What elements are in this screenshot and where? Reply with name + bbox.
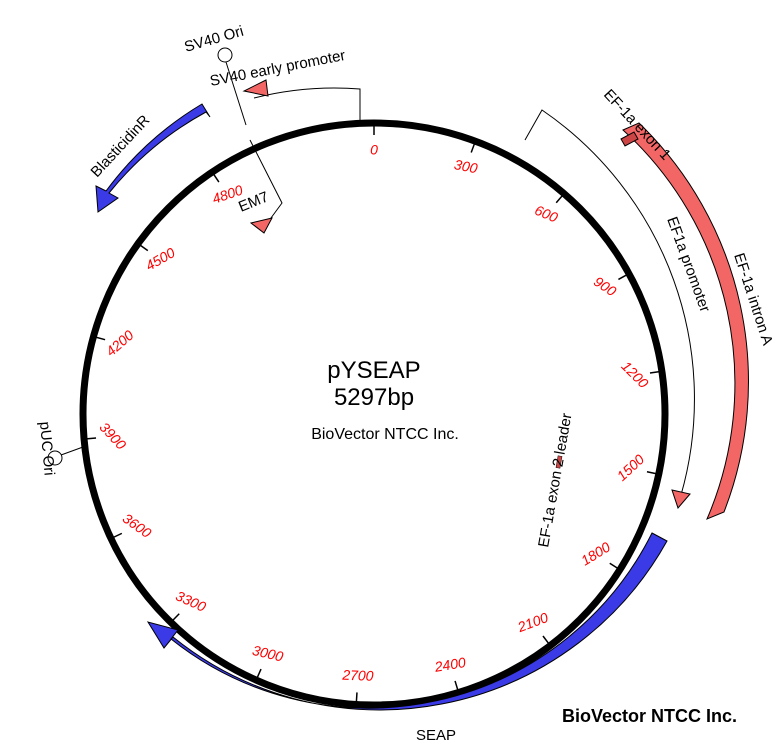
tick-label: 0 xyxy=(370,142,378,158)
puc-ori-label: pUC Ori xyxy=(36,421,58,476)
company-corner-label: BioVector NTCC Inc. xyxy=(562,706,738,726)
blasticidin-arrow xyxy=(95,103,211,213)
tick-mark xyxy=(136,241,149,252)
ef1a-exon2-marker xyxy=(555,455,563,469)
tick-mark xyxy=(91,335,106,341)
tick-mark xyxy=(609,562,622,572)
ef1a-exon2-label: EF-1a exon 2 leader xyxy=(535,412,575,549)
seap-label: SEAP xyxy=(416,727,456,744)
ef1a-intron-box xyxy=(622,122,749,520)
sv40-promoter-arrowhead xyxy=(242,79,269,97)
tick-label: 3000 xyxy=(251,642,285,665)
tick-label: 1200 xyxy=(618,358,652,391)
tick-label: 3600 xyxy=(120,510,155,541)
tick-mark xyxy=(210,170,220,183)
tick-label: 2400 xyxy=(433,654,468,675)
tick-label: 600 xyxy=(532,202,560,226)
tick-mark xyxy=(82,437,97,441)
em7-arrowhead xyxy=(249,217,273,234)
tick-label: 900 xyxy=(591,273,619,299)
tick-labels: 0 300 600 900 1200 1500 1800 2100 2400 2700 3000 33… xyxy=(96,142,651,684)
tick-label: 4500 xyxy=(143,244,178,273)
tick-mark xyxy=(254,668,262,683)
plasmid-length: 5297bp xyxy=(334,384,414,411)
company-center-label: BioVector NTCC Inc. xyxy=(311,426,459,443)
seap-arrow xyxy=(146,532,668,711)
tick-label: 3900 xyxy=(96,419,129,453)
tick-mark xyxy=(108,532,123,541)
tick-mark xyxy=(555,191,566,204)
plasmid-name: pYSEAP xyxy=(327,357,420,384)
ef1a-exon1-label: EF-1a exon 1 xyxy=(600,86,674,163)
ef1a-exon1-marker xyxy=(620,131,639,147)
tick-mark xyxy=(355,692,358,707)
tick-mark xyxy=(618,272,632,281)
blasticidin-label: BlasticidinR xyxy=(87,112,153,181)
tick-marks xyxy=(82,121,664,707)
ef1a-promoter-arrowhead xyxy=(671,489,691,509)
ef1a-promoter-arc xyxy=(524,109,695,496)
sv40-ori-circle xyxy=(217,47,233,63)
tick-label: 300 xyxy=(453,156,479,176)
tick-label: 2100 xyxy=(515,609,551,635)
sv40-ori-label: SV40 Ori xyxy=(182,23,245,56)
tick-label: 3300 xyxy=(173,587,208,615)
sv40-promoter-arc xyxy=(253,87,361,122)
plasmid-backbone xyxy=(79,119,669,709)
puc-ori-line xyxy=(60,446,84,456)
sv40-ori-line xyxy=(225,61,247,126)
tick-label: 1500 xyxy=(614,451,648,484)
tick-mark xyxy=(646,471,661,476)
tick-mark xyxy=(454,680,460,695)
tick-label: 2700 xyxy=(341,667,374,684)
puc-ori-circle xyxy=(47,450,63,466)
em7-bracket xyxy=(249,139,283,223)
tick-mark xyxy=(168,613,180,625)
tick-label: 1800 xyxy=(578,538,613,568)
tick-mark xyxy=(470,139,477,153)
tick-mark xyxy=(542,635,553,648)
tick-mark xyxy=(649,370,664,374)
tick-label: 4200 xyxy=(103,327,137,360)
